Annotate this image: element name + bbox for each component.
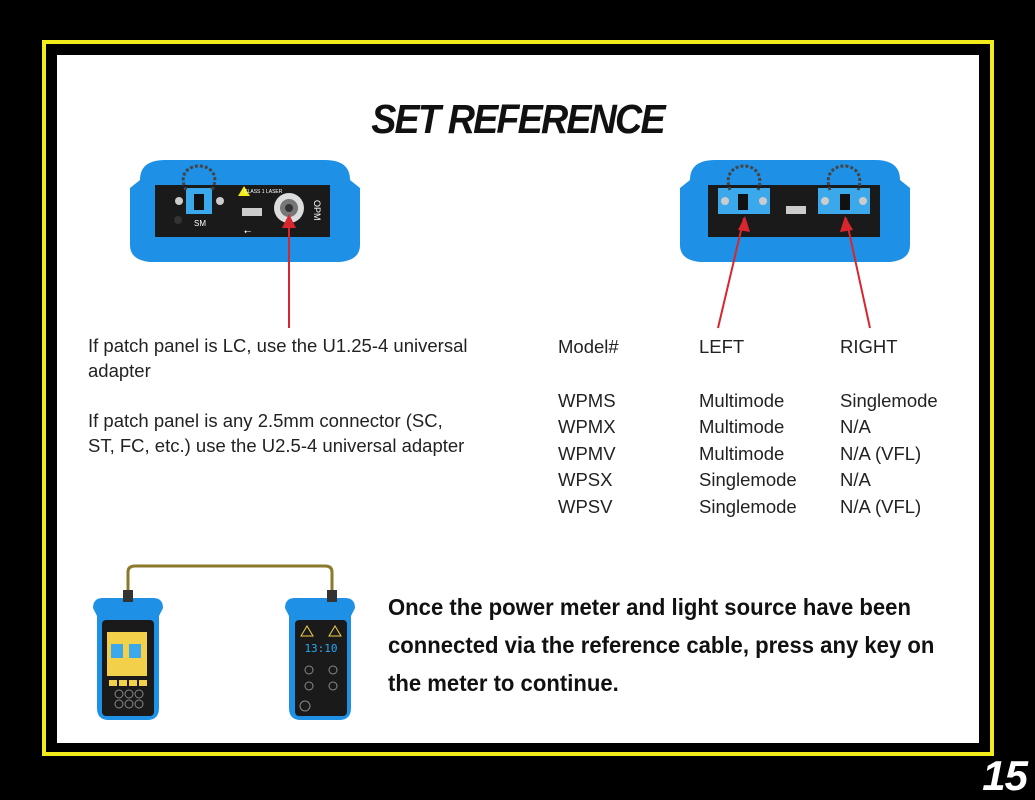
cell-right: N/A (VFL): [840, 495, 922, 517]
cell-right: N/A (VFL): [840, 442, 922, 464]
cell-model: WPSX: [558, 469, 613, 490]
power-meter-device: [93, 590, 163, 720]
laser-class-label: CLASS 1 LASER: [244, 189, 283, 195]
instruction-text: Once the power meter and light source ha…: [388, 594, 935, 696]
cell-left: Singlemode: [699, 469, 797, 490]
cell-model: WPSV: [558, 495, 613, 517]
usb-icon: ⭠: [244, 227, 251, 237]
table-header: Model# LEFT RIGHT: [558, 334, 970, 361]
cell-left: Singlemode: [699, 495, 797, 517]
cell-right: N/A: [840, 469, 871, 490]
table-row: WPMX Multimode N/A: [558, 414, 970, 441]
header-left: LEFT: [699, 336, 745, 357]
cell-left: Multimode: [699, 442, 785, 464]
cell-model: WPMS: [558, 389, 616, 411]
cell-right: N/A: [840, 416, 871, 437]
lc-adapter-note: If patch panel is LC, use the U1.25-4 un…: [88, 335, 468, 381]
power-meter-top-view: SM CLASS 1 LASER ⭠ OPM: [130, 160, 360, 328]
light-source-device: 13:10: [285, 590, 355, 720]
table-row: WPSX Singlemode N/A: [558, 467, 970, 494]
page-number: 15: [982, 752, 1028, 799]
cell-model: WPMX: [558, 416, 616, 437]
table-row: WPSV Singlemode N/A (VFL): [558, 494, 970, 521]
2.5mm-adapter-note: If patch panel is any 2.5mm connector (S…: [88, 410, 465, 456]
header-right: RIGHT: [840, 336, 898, 357]
opm-port-label: OPM: [312, 200, 322, 221]
adapter-info: If patch panel is LC, use the U1.25-4 un…: [88, 333, 468, 458]
cell-right: Singlemode: [840, 389, 938, 411]
light-source-top-view: [680, 160, 910, 329]
reference-cable-setup: 13:10: [93, 564, 355, 720]
table-row: WPMS Multimode Singlemode: [558, 388, 970, 415]
model-port-table: Model# LEFT RIGHT WPMS Multimode Singlem…: [558, 334, 970, 520]
sm-port-label: SM: [194, 219, 206, 228]
table-row: WPMV Multimode N/A (VFL): [558, 441, 970, 468]
source-display-readout: 13:10: [304, 642, 337, 655]
cell-left: Multimode: [699, 389, 785, 411]
cell-model: WPMV: [558, 442, 616, 464]
cell-left: Multimode: [699, 416, 785, 437]
page-title: SET REFERENCE: [371, 96, 665, 142]
header-model: Model#: [558, 336, 619, 357]
